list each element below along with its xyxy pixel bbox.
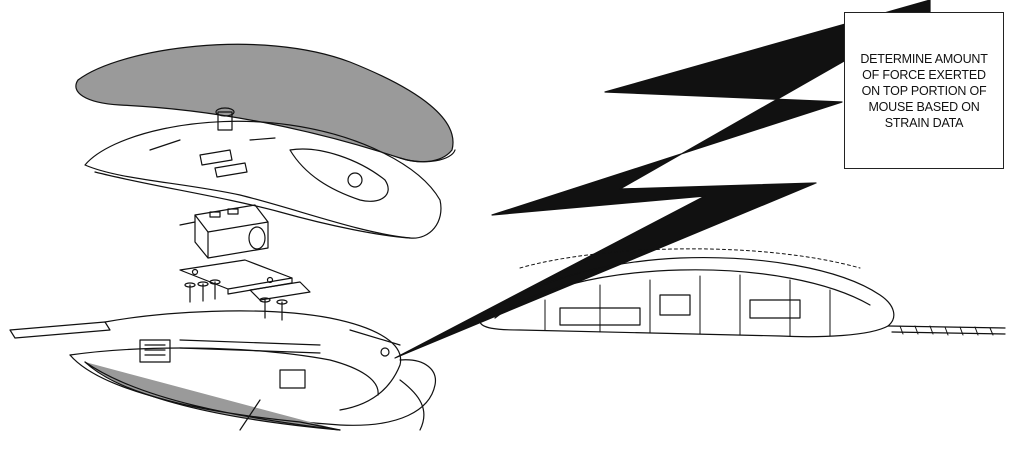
screws	[184, 279, 288, 321]
upper-chassis-plate	[84, 107, 442, 239]
strain-gauge-block	[179, 204, 269, 259]
callout-line-5: STRAIN DATA	[884, 115, 964, 130]
callout-line-2: OF FORCE EXERTED	[862, 67, 986, 82]
mouse-cross-section	[479, 248, 1006, 338]
top-shell-cover	[75, 43, 456, 163]
callout-line-3: ON TOP PORTION OF	[861, 83, 987, 98]
bottom-housing	[9, 310, 436, 431]
sensor-plates	[179, 259, 311, 301]
callout-line-1: DETERMINE AMOUNT	[860, 51, 988, 66]
callout-line-4: MOUSE BASED ON	[868, 99, 980, 114]
callout-box: DETERMINE AMOUNT OF FORCE EXERTED ON TOP…	[844, 12, 1004, 169]
